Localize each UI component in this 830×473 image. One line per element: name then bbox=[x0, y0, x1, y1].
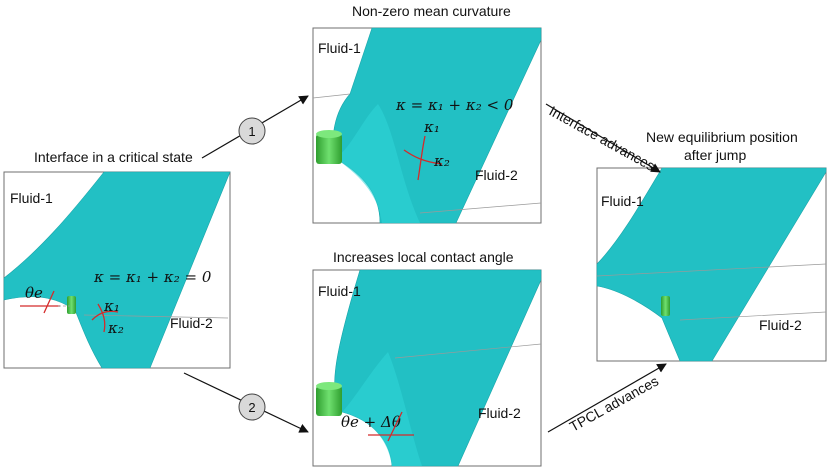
left-contact-angle-lines bbox=[20, 290, 60, 314]
top-contact-lines bbox=[312, 93, 542, 214]
bottom-theta-label: θe + Δθ bbox=[341, 413, 401, 431]
arrow-bottom-to-right bbox=[547, 363, 667, 433]
arrow-label-interface-advances: Interface advances bbox=[547, 103, 658, 174]
right-interface-surface bbox=[596, 167, 827, 362]
left-contact-line bbox=[83, 314, 229, 319]
left-fluid2-label: Fluid-2 bbox=[170, 315, 213, 331]
right-fluid1-label: Fluid-1 bbox=[601, 193, 644, 209]
left-curvature-lines bbox=[91, 303, 119, 333]
step-1-label: 1 bbox=[248, 124, 255, 139]
top-kappa1: κ₁ bbox=[423, 118, 440, 136]
top-curvature-lines bbox=[403, 135, 443, 181]
top-curvature-equation: κ = κ₁ + κ₂ < 0 bbox=[395, 96, 514, 114]
right-panel: New equilibrium position after jump Flui… bbox=[596, 129, 827, 362]
top-panel-title: Non-zero mean curvature bbox=[352, 3, 511, 19]
left-pillar bbox=[67, 296, 76, 314]
right-fluid2-label: Fluid-2 bbox=[759, 317, 802, 333]
left-theta-label: θe bbox=[25, 284, 43, 302]
bottom-contact-line bbox=[394, 343, 542, 359]
top-kappa2: κ₂ bbox=[433, 152, 450, 170]
bottom-panel: Increases local contact angle Fluid-1 Fl… bbox=[312, 249, 542, 467]
arrow-top-to-right bbox=[545, 103, 661, 173]
top-pillar-cap bbox=[316, 130, 342, 138]
top-fluid1-label: Fluid-1 bbox=[318, 40, 361, 56]
left-curvature-equation: κ = κ₁ + κ₂ = 0 bbox=[93, 268, 212, 286]
right-contact-lines bbox=[596, 263, 827, 321]
bottom-fluid1-label: Fluid-1 bbox=[318, 283, 361, 299]
top-pillar bbox=[316, 134, 342, 164]
left-interface-surface bbox=[3, 171, 231, 369]
arrow-label-tpcl-advances: TPCL advances bbox=[567, 373, 661, 435]
bottom-fluid2-label: Fluid-2 bbox=[478, 405, 521, 421]
step-2-badge bbox=[238, 393, 266, 421]
bottom-pillar-cap bbox=[316, 382, 342, 390]
left-fluid1-label: Fluid-1 bbox=[10, 190, 53, 206]
left-panel-title: Interface in a critical state bbox=[34, 149, 193, 165]
right-pillar bbox=[661, 296, 670, 316]
left-kappa1: κ₁ bbox=[103, 297, 120, 315]
top-interface-highlight bbox=[335, 104, 420, 223]
bottom-interface-highlight bbox=[342, 352, 422, 466]
top-fluid2-label: Fluid-2 bbox=[475, 167, 518, 183]
step-2-label: 2 bbox=[248, 400, 255, 415]
right-panel-title-line1: New equilibrium position bbox=[646, 129, 798, 145]
bottom-panel-title: Increases local contact angle bbox=[333, 249, 514, 265]
top-panel: Non-zero mean curvature Fluid-1 Fluid-2 … bbox=[312, 3, 542, 224]
bottom-pillar bbox=[316, 386, 342, 416]
bottom-contact-angle-lines bbox=[368, 411, 414, 442]
left-kappa2: κ₂ bbox=[107, 319, 124, 337]
step-1-badge bbox=[238, 117, 266, 145]
right-panel-title-line2: after jump bbox=[684, 147, 746, 163]
left-panel: Interface in a critical state Fluid-1 Fl… bbox=[3, 149, 231, 369]
